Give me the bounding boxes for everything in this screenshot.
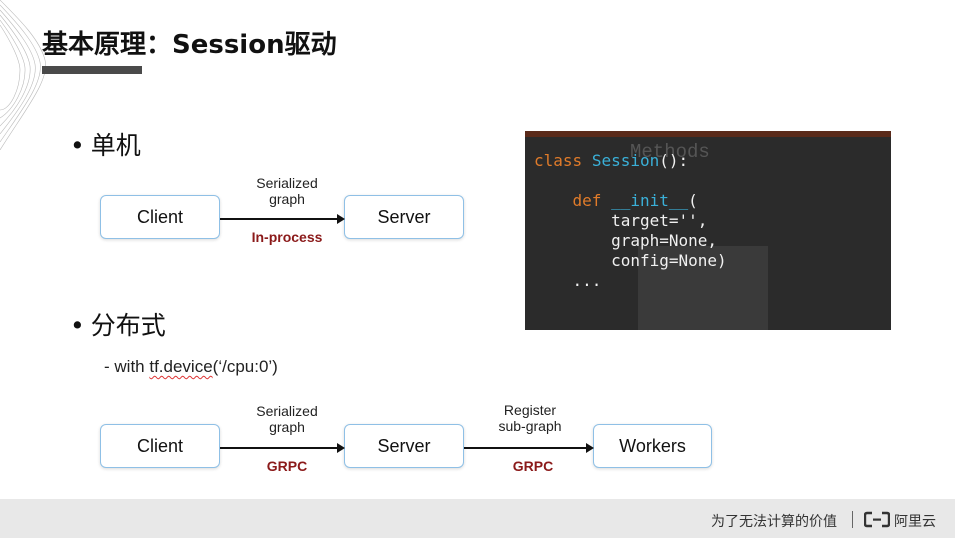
bullet-distributed-label: 分布式: [90, 311, 166, 340]
code-listing: class Session(): def __init__( target=''…: [534, 151, 727, 291]
arrow-head: [337, 214, 345, 224]
arrow-server-workers: [464, 447, 586, 449]
edge-label: Serialized graph: [232, 175, 342, 207]
code-class-keyword: class: [534, 151, 583, 170]
footer-brand: 阿里云: [894, 514, 936, 530]
edge1-label: Serialized graph: [232, 403, 342, 435]
bullet-dot: •: [70, 311, 85, 340]
page-title: 基本原理：Session驱动: [42, 30, 337, 60]
footer-bar: [0, 499, 955, 538]
edge1-label-line1: Serialized: [256, 403, 318, 419]
code-def-keyword: def: [572, 191, 602, 210]
edge2-protocol: GRPC: [512, 458, 554, 474]
edge1-label-line2: graph: [269, 419, 305, 435]
sub-bullet-code: tf.device: [149, 357, 213, 376]
edge-label-line2: graph: [269, 191, 305, 207]
server-node: Server: [344, 195, 464, 239]
edge2-label-line2: sub-graph: [498, 418, 562, 434]
edge2-label: Register sub-graph: [475, 402, 585, 434]
corner-decoration: [0, 0, 46, 150]
sub-bullet-prefix: - with: [104, 357, 150, 376]
edge1-protocol: GRPC: [266, 458, 308, 474]
arrow-head: [337, 443, 345, 453]
code-panel: Methods class Session(): def __init__( t…: [525, 131, 891, 330]
bullet-standalone: •单机: [70, 126, 141, 162]
ghost-heading: Methods: [630, 141, 710, 163]
bullet-distributed: •分布式: [70, 306, 166, 342]
code-class-name: Session: [591, 151, 660, 170]
footer-separator: [852, 511, 853, 528]
client-node: Client: [100, 424, 220, 468]
client-node: Client: [100, 195, 220, 239]
arrow-head: [586, 443, 594, 453]
code-line3: target='',: [611, 211, 708, 230]
arrow-client-server: [220, 447, 337, 449]
bullet-standalone-label: 单机: [90, 131, 141, 160]
title-underline: [42, 66, 142, 74]
edge2-label-line1: Register: [503, 402, 557, 418]
code-line5: config=None): [611, 251, 727, 270]
code-line6: ...: [572, 271, 602, 290]
code-panel-topbar: [525, 131, 891, 137]
code-func-name: __init__: [611, 191, 689, 210]
aliyun-logo-icon: [864, 511, 890, 528]
bullet-dot: •: [70, 131, 85, 160]
sub-bullet-suffix: (‘/cpu:0’): [212, 357, 278, 376]
footer-slogan: 为了无法计算的价值: [711, 514, 837, 530]
workers-node: Workers: [593, 424, 712, 468]
arrow-client-server: [220, 218, 337, 220]
code-line4: graph=None,: [611, 231, 718, 250]
ghost-block: [638, 246, 768, 330]
code-line1-rest: ():: [659, 151, 689, 170]
edge-protocol: In-process: [251, 229, 323, 245]
server-node: Server: [344, 424, 464, 468]
code-line2-rest: (: [688, 191, 698, 210]
edge-label-line1: Serialized: [256, 175, 318, 191]
sub-bullet-device: - with tf.device(‘/cpu:0’): [104, 357, 278, 377]
